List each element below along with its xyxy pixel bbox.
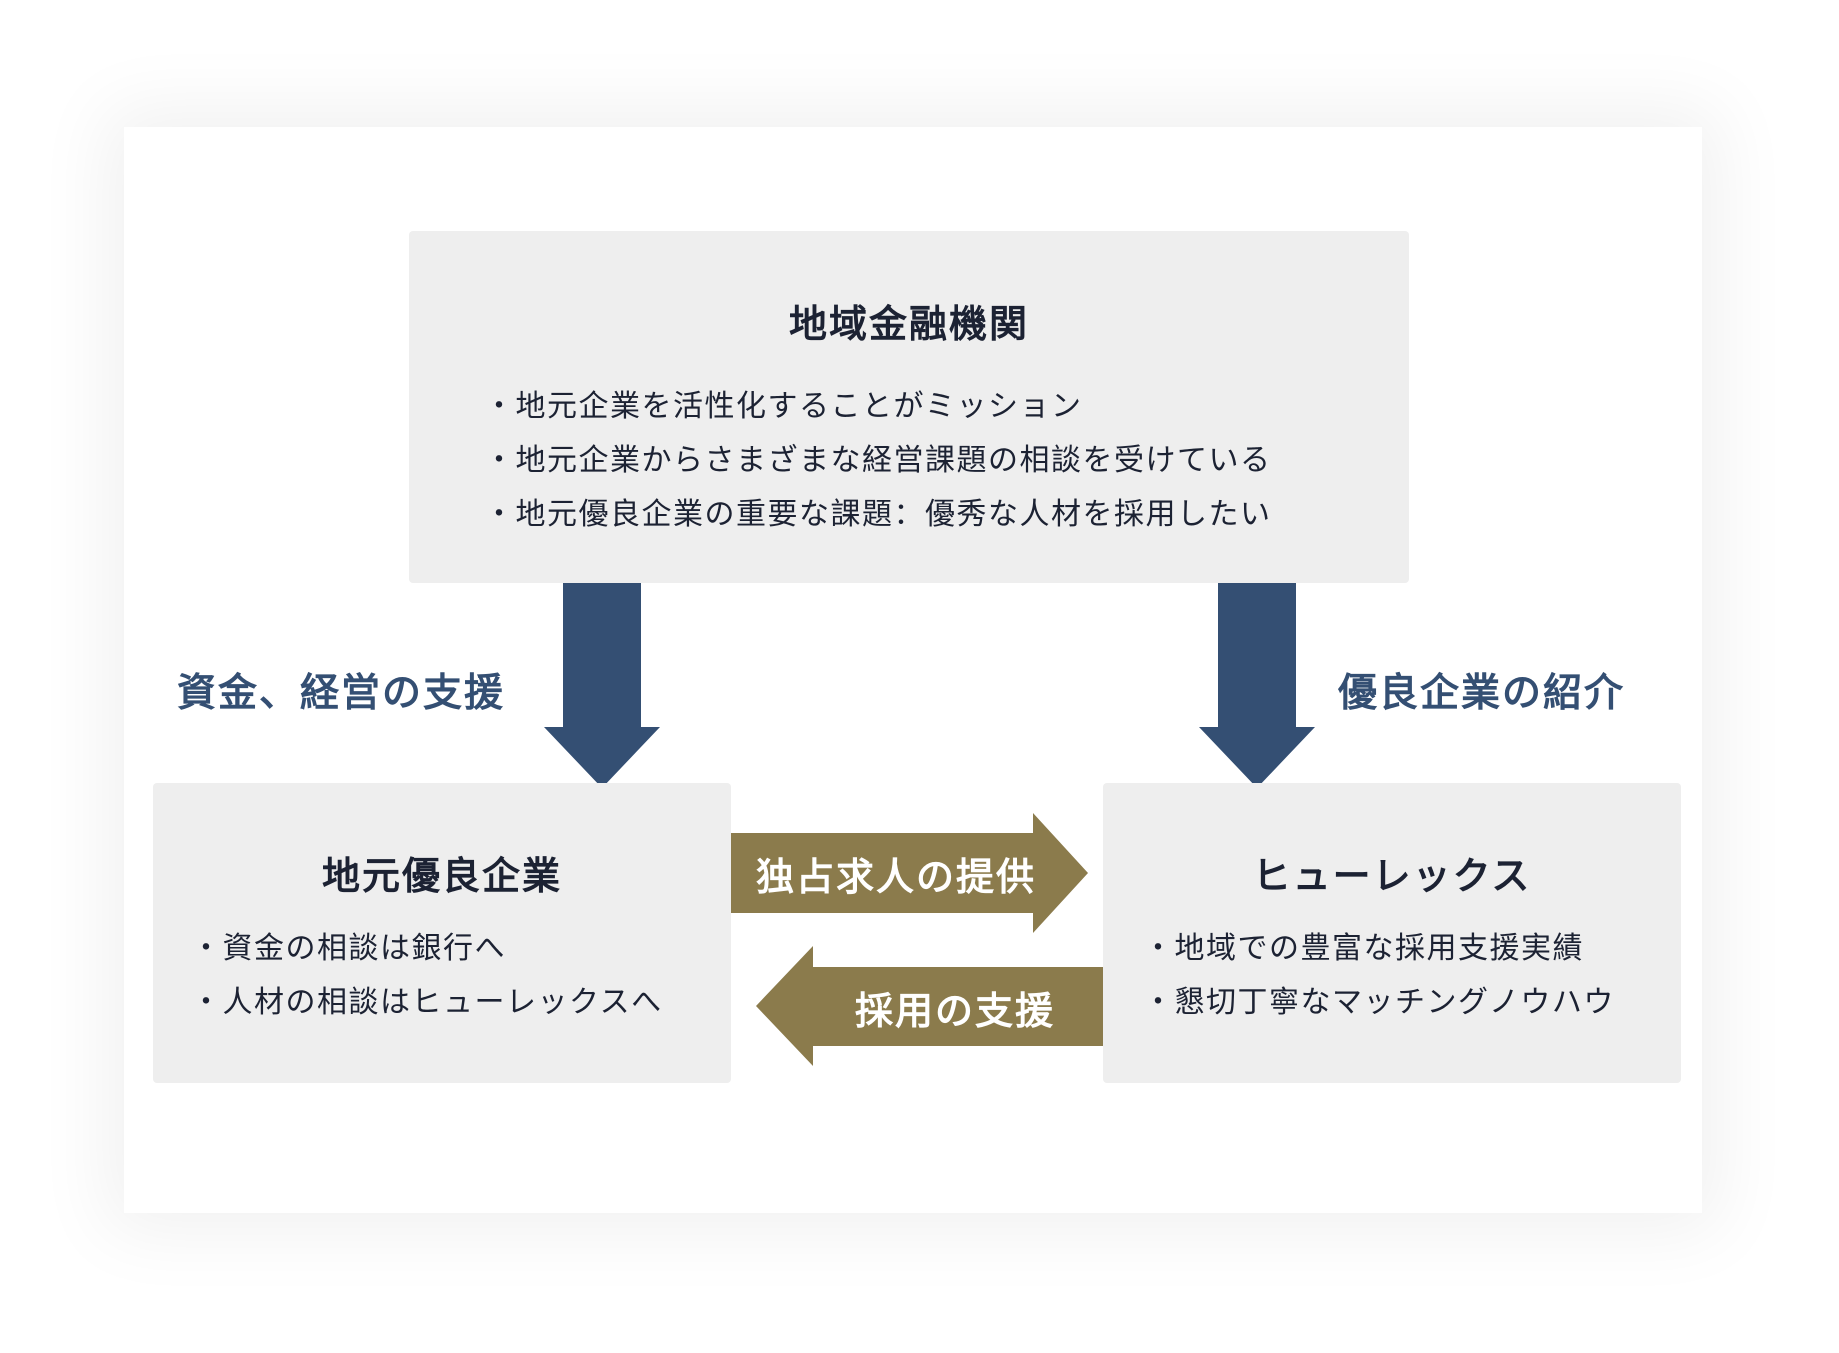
bank-bullet: 地元優良企業の重要な課題：優秀な人材を採用したい — [484, 488, 1272, 542]
label-hurex-to-local: 採用の支援 — [854, 989, 1055, 1033]
local-company-title: 地元優良企業 — [321, 854, 562, 898]
arrow-bank-to-local — [544, 583, 660, 788]
bank-title: 地域金融機関 — [788, 302, 1029, 346]
local-company-box: 地元優良企業 資金の相談は銀行へ 人材の相談はヒューレックスへ — [153, 783, 731, 1083]
local-company-bullet: 人材の相談はヒューレックスへ — [191, 976, 663, 1030]
local-company-bullet-list: 資金の相談は銀行へ 人材の相談はヒューレックスへ — [191, 922, 663, 1030]
arrow-hurex-to-local — [756, 946, 1107, 1066]
hurex-title: ヒューレックス — [1252, 854, 1532, 898]
bank-bullet: 地元企業を活性化することがミッション — [484, 380, 1272, 434]
bank-box: 地域金融機関 地元企業を活性化することがミッション 地元企業からさまざまな経営課… — [409, 231, 1409, 583]
hurex-bullet-list: 地域での豊富な採用支援実績 懇切丁寧なマッチングノウハウ — [1143, 922, 1615, 1030]
hurex-bullet: 懇切丁寧なマッチングノウハウ — [1143, 976, 1615, 1030]
local-company-bullet: 資金の相談は銀行へ — [191, 922, 663, 976]
bank-bullet: 地元企業からさまざまな経営課題の相談を受けている — [484, 434, 1272, 488]
label-local-to-hurex: 独占求人の提供 — [755, 855, 1036, 899]
hurex-bullet: 地域での豊富な採用支援実績 — [1143, 922, 1615, 976]
bank-bullet-list: 地元企業を活性化することがミッション 地元企業からさまざまな経営課題の相談を受け… — [484, 380, 1272, 542]
arrow-bank-to-hurex — [1199, 583, 1315, 788]
label-bank-to-hurex: 優良企業の紹介 — [1338, 671, 1626, 716]
hurex-box: ヒューレックス 地域での豊富な採用支援実績 懇切丁寧なマッチングノウハウ — [1103, 783, 1681, 1083]
label-bank-to-local: 資金、経営の支援 — [177, 671, 506, 716]
arrow-local-to-hurex — [731, 813, 1088, 933]
